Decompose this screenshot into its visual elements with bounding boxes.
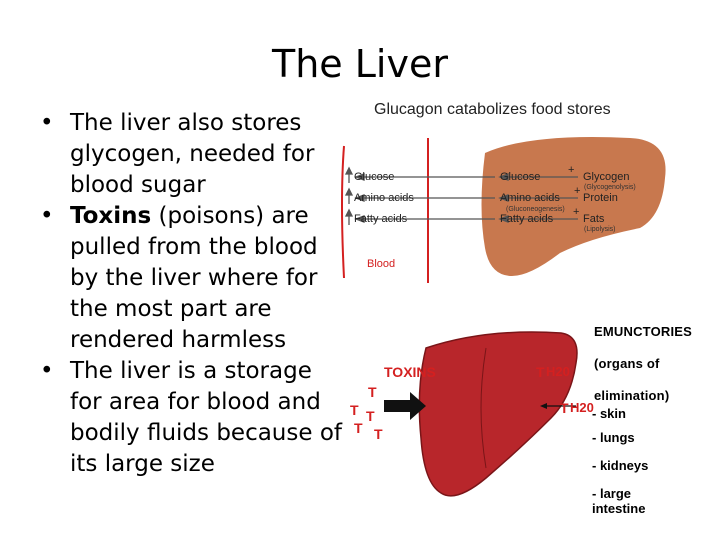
- toxin-t: T: [368, 384, 377, 400]
- glucagon-diagram: Glucagon catabolizes food stores Glucose…: [340, 98, 680, 288]
- left-label: Amino acids: [354, 192, 414, 204]
- th2o-label: H20: [570, 400, 594, 415]
- liver-right-label: Fats: [583, 213, 605, 225]
- t-letter: T: [536, 364, 545, 380]
- toxins-diagram: TOXINS T T T T T T H20 T H20 EMUNCTORIES…: [346, 308, 692, 518]
- organ-name: skin: [599, 406, 626, 421]
- liver-left-label: Fatty acids: [500, 213, 554, 225]
- glucagon-title: Glucagon catabolizes food stores: [374, 101, 611, 118]
- toxins-diagram-graphic: [384, 331, 578, 497]
- left-label: Glucose: [354, 171, 395, 183]
- liver-right-label: Protein: [583, 192, 618, 204]
- bullet-item: • The liver is a storage for area for bl…: [40, 356, 350, 480]
- emunctories-heading: EMUNCTORIES (organs of elimination): [594, 316, 692, 412]
- plus-sign: +: [573, 206, 580, 218]
- bullet-text: The liver is a storage for area for bloo…: [70, 358, 343, 477]
- liver-left-label: Glucose: [500, 171, 541, 183]
- plus-sign: +: [574, 185, 581, 197]
- organ-item: - kidneys: [592, 458, 649, 473]
- bullet-dot: •: [40, 203, 54, 229]
- toxin-t: T: [374, 426, 383, 442]
- th2o-label: H20: [546, 364, 570, 379]
- organ-name: kidneys: [599, 458, 649, 473]
- emunctories-line: (organs of: [594, 356, 660, 371]
- toxins-label: TOXINS: [384, 364, 436, 380]
- organ-name: lungs: [599, 430, 635, 445]
- t-letter: T: [560, 400, 569, 416]
- slide-title: The Liver: [272, 42, 448, 86]
- bullet-dot: •: [40, 358, 54, 384]
- organ-item: - skin: [592, 406, 626, 421]
- toxins-arrow: [384, 392, 426, 420]
- process-note: (Lipolysis): [584, 226, 616, 233]
- emunctories-line: EMUNCTORIES: [594, 324, 693, 339]
- liver-left-label: Amino acids: [500, 192, 560, 204]
- bullet-bold-term: Toxins: [70, 203, 152, 229]
- emunctories-line: elimination): [594, 388, 670, 403]
- arrows: [344, 166, 578, 225]
- bullet-text: The liver also stores glycogen, needed f…: [70, 110, 315, 198]
- liver-shape: [481, 137, 666, 276]
- toxin-t: T: [366, 408, 375, 424]
- toxin-t: T: [350, 402, 359, 418]
- organ-item: - lungs: [592, 430, 635, 445]
- plus-sign: +: [568, 164, 575, 176]
- organ-item: - large intestine: [592, 486, 646, 516]
- bullet-list: • The liver also stores glycogen, needed…: [40, 108, 350, 480]
- glucagon-diagram-graphic: [341, 137, 666, 283]
- bullet-item: • Toxins (poisons) are pulled from the b…: [40, 201, 350, 356]
- blood-vessel-left: [341, 145, 345, 279]
- left-label: Fatty acids: [354, 213, 408, 225]
- red-liver-shape: [418, 331, 578, 497]
- liver-right-label: Glycogen: [583, 171, 630, 183]
- bullet-dot: •: [40, 110, 54, 136]
- bullet-text: (poisons) are pulled from the blood by t…: [70, 203, 318, 353]
- organ-name: large intestine: [592, 486, 646, 516]
- blood-label: Blood: [367, 258, 396, 270]
- bullet-item: • The liver also stores glycogen, needed…: [40, 108, 350, 201]
- process-note: (Gluconeogenesis): [506, 206, 565, 213]
- toxin-t: T: [354, 420, 363, 436]
- process-note: (Glycogenolysis): [584, 184, 636, 191]
